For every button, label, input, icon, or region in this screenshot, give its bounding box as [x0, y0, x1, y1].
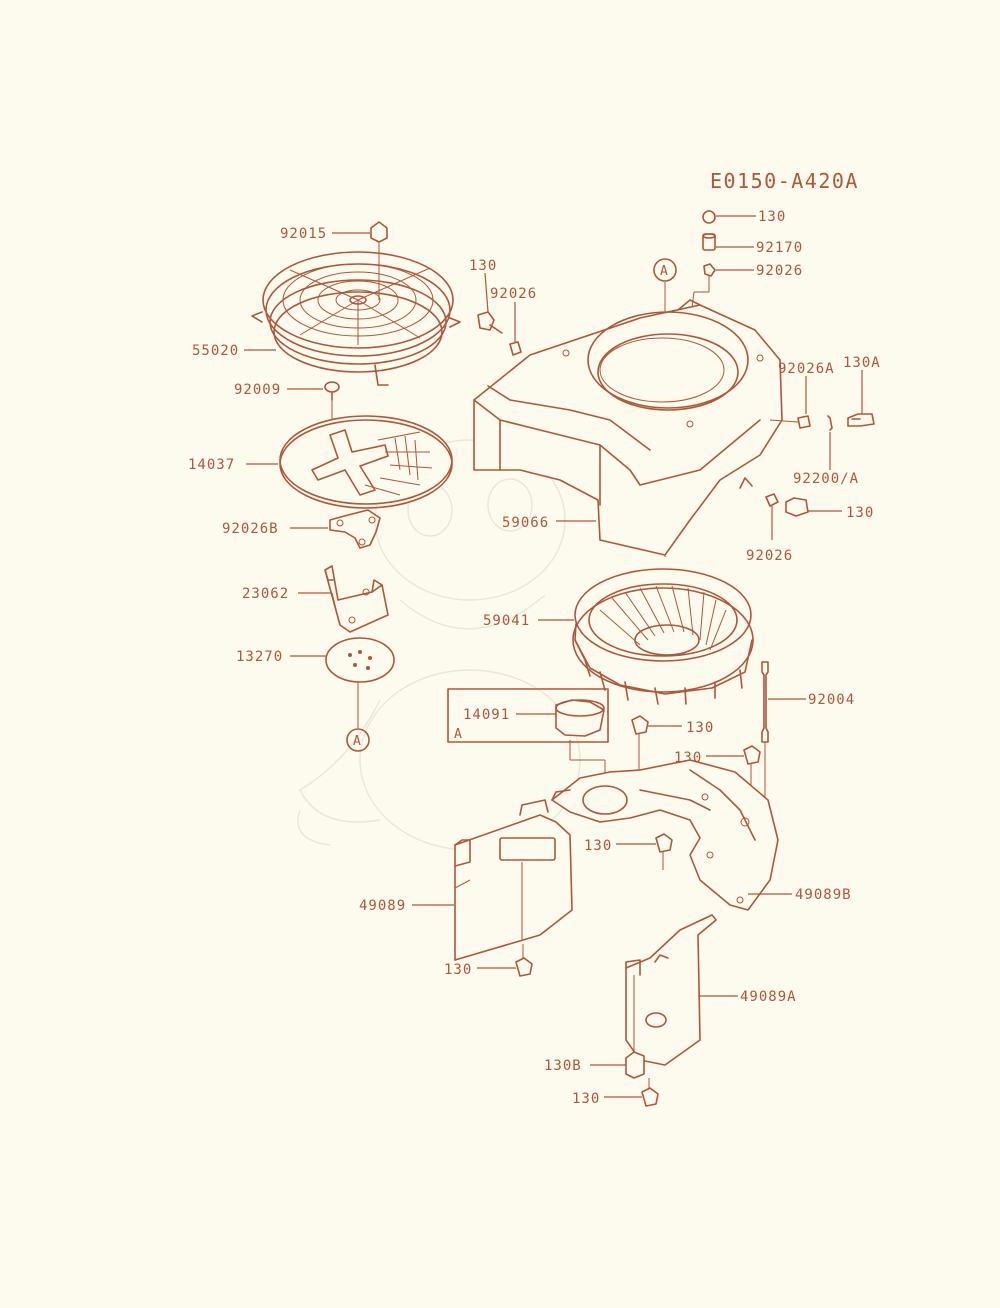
part-92026-right-collar	[765, 493, 779, 540]
label-130A[interactable]: 130A	[843, 355, 881, 371]
diagram-code: E0150-A420A	[710, 169, 859, 193]
label-92004[interactable]: 92004	[808, 692, 855, 708]
label-92026-top-left[interactable]: 92026	[490, 286, 537, 302]
part-130-upper-shroud-bolt	[706, 745, 761, 790]
part-92026-top-right-collar	[691, 263, 754, 309]
label-92009[interactable]: 92009	[234, 382, 281, 398]
part-130-top-left-bolt	[477, 272, 503, 334]
part-92026A-spacer	[769, 376, 811, 429]
inset-box-14091	[447, 688, 609, 790]
part-130A-bolt	[847, 370, 875, 427]
part-49089B-shroud	[551, 759, 792, 911]
label-92170[interactable]: 92170	[756, 240, 803, 256]
label-92026A[interactable]: 92026A	[778, 361, 835, 377]
part-13270-plate	[290, 637, 395, 728]
part-130B-bolt	[590, 1051, 645, 1079]
label-55020[interactable]: 55020	[192, 343, 239, 359]
svg-text:A: A	[660, 264, 668, 279]
part-55020-screen	[244, 251, 461, 386]
label-92200A[interactable]: 92200/A	[793, 471, 859, 487]
part-130-bottom-bolt	[604, 1078, 659, 1107]
inset-ref-a: A	[454, 727, 462, 742]
label-130-top-right[interactable]: 130	[758, 209, 786, 225]
label-92026-top-right[interactable]: 92026	[756, 263, 803, 279]
label-130-top-left[interactable]: 130	[469, 258, 497, 274]
part-130-bottom-left-bolt	[477, 944, 533, 977]
label-14091[interactable]: 14091	[463, 707, 510, 723]
part-92015-nut	[332, 221, 388, 300]
part-92170-spacer	[702, 233, 754, 251]
part-49089-baffle	[412, 799, 573, 961]
label-13270[interactable]: 13270	[236, 649, 283, 665]
label-130-mid[interactable]: 130	[686, 720, 714, 736]
label-92015[interactable]: 92015	[280, 226, 327, 242]
ref-marker-a-left: A	[346, 728, 370, 752]
label-92026B[interactable]: 92026B	[222, 521, 279, 537]
label-49089A[interactable]: 49089A	[740, 989, 797, 1005]
part-92200A-washer	[827, 415, 833, 470]
label-23062[interactable]: 23062	[242, 586, 289, 602]
label-49089[interactable]: 49089	[359, 898, 406, 914]
part-92026B-plate	[290, 509, 381, 549]
label-130-bottom-left[interactable]: 130	[444, 962, 472, 978]
svg-text:A: A	[353, 734, 361, 749]
label-130-bottom[interactable]: 130	[572, 1091, 600, 1107]
part-92004-stud	[761, 661, 806, 812]
label-59066[interactable]: 59066	[502, 515, 549, 531]
part-59066-shroud	[473, 299, 783, 556]
label-92026-right[interactable]: 92026	[746, 548, 793, 564]
label-14037[interactable]: 14037	[188, 457, 235, 473]
label-59041[interactable]: 59041	[483, 613, 530, 629]
label-49089B[interactable]: 49089B	[795, 887, 852, 903]
part-130-top-right-bolt	[702, 210, 756, 224]
part-59041-fan	[538, 568, 754, 705]
label-130-center[interactable]: 130	[584, 838, 612, 854]
label-130B[interactable]: 130B	[544, 1058, 582, 1074]
part-23062-bracket	[298, 565, 389, 633]
part-92026-top-left-collar	[509, 302, 522, 356]
label-130-right[interactable]: 130	[846, 505, 874, 521]
part-130-right-bolt	[785, 497, 842, 517]
part-49089A-baffle	[625, 914, 738, 1066]
part-14037-plate	[246, 415, 453, 509]
part-130-center-bolt	[616, 833, 673, 870]
